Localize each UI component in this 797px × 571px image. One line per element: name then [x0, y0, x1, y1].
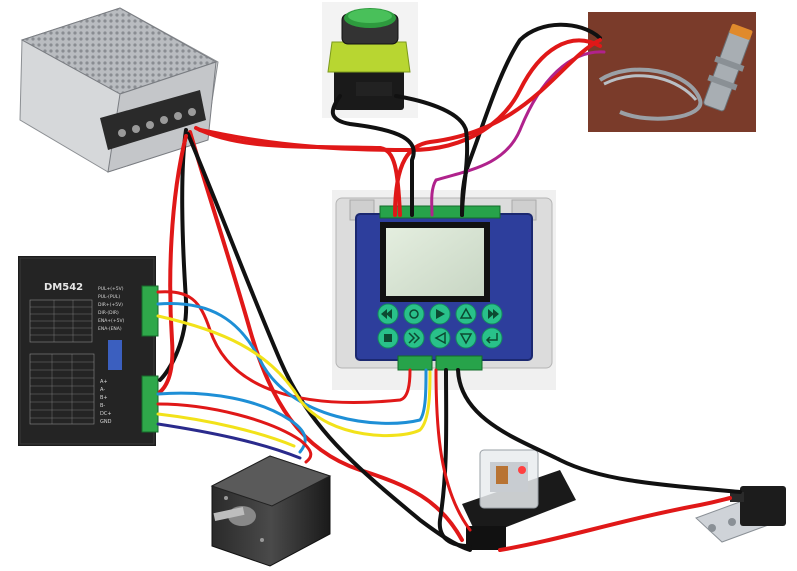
circle-icon[interactable] [403, 303, 425, 325]
wire-driver-blue [156, 301, 428, 425]
wire-psu-red-1 [194, 126, 402, 217]
power-terminal [141, 375, 159, 433]
solenoid-valve [695, 486, 786, 543]
play-icon[interactable] [429, 303, 451, 325]
relay [462, 449, 576, 550]
driver-power-labels: A+ A- B+ B- DC+ GND [100, 379, 112, 425]
wire-psu-red-2 [188, 130, 464, 542]
wire-button-black-1 [330, 94, 416, 217]
double-right-icon[interactable] [403, 327, 425, 349]
wire-relay-red [434, 368, 472, 532]
power-label: A+ [100, 379, 108, 385]
signal-label: DIR-(DIR) [98, 310, 119, 316]
driver-model: DM542 [44, 282, 83, 293]
wires [156, 22, 742, 552]
stop-icon[interactable] [377, 327, 399, 349]
wire-driver-yellow [156, 314, 432, 438]
signal-terminal [141, 285, 159, 337]
terminal-block-left [397, 355, 433, 371]
signal-label: DIR+(+5V) [98, 302, 123, 308]
lcd-screen [386, 228, 484, 296]
proximity-sensor [588, 12, 756, 132]
power-label: GND [100, 419, 112, 425]
signal-label: PUL-(PUL) [98, 294, 120, 300]
power-label: B- [100, 403, 105, 409]
wire-sensor-purple [430, 50, 606, 217]
power-supply [19, 7, 219, 173]
power-label: A- [100, 387, 105, 393]
left-triangle-icon[interactable] [429, 327, 451, 349]
wire-relay-black-2 [456, 368, 742, 494]
enter-icon[interactable] [481, 327, 503, 349]
wire-motor-navy [156, 422, 302, 460]
power-label: DC+ [100, 411, 112, 417]
stepper-driver: DM542 PUL+(+5V) PUL-(PUL) [18, 256, 159, 446]
signal-label: PUL+(+5V) [98, 286, 124, 292]
wire-button-black-2 [394, 94, 470, 217]
driver-signal-labels: PUL+(+5V) PUL-(PUL) DIR+(+5V) DIR-(DIR) … [98, 286, 125, 332]
wire-motor-blue [156, 391, 307, 454]
terminal-block-right [435, 355, 483, 371]
signal-label: ENA+(+5V) [98, 318, 125, 324]
wire-sensor-red [198, 38, 602, 152]
wire-psu-red-3 [158, 134, 188, 394]
stepper-motor [210, 455, 332, 567]
dip-switch[interactable] [108, 340, 122, 370]
driver-table-bottom [29, 353, 95, 425]
rewind-icon[interactable] [377, 303, 399, 325]
wire-valve-red [498, 496, 732, 552]
wire-relay-black-1 [437, 368, 472, 548]
power-label: B+ [100, 395, 108, 401]
wire-driver-red [156, 290, 412, 404]
wire-motor-yellow [156, 412, 296, 448]
driver-table-top [29, 299, 93, 343]
controller [332, 190, 556, 390]
down-triangle-icon[interactable] [455, 327, 477, 349]
wire-sensor-red-2 [393, 38, 602, 217]
wire-motor-red [156, 402, 313, 464]
terminal-screws [118, 108, 196, 137]
forward-icon[interactable] [481, 303, 503, 325]
up-triangle-icon[interactable] [455, 303, 477, 325]
controller-buttons [377, 303, 503, 349]
signal-label: ENA-(ENA) [98, 326, 122, 332]
